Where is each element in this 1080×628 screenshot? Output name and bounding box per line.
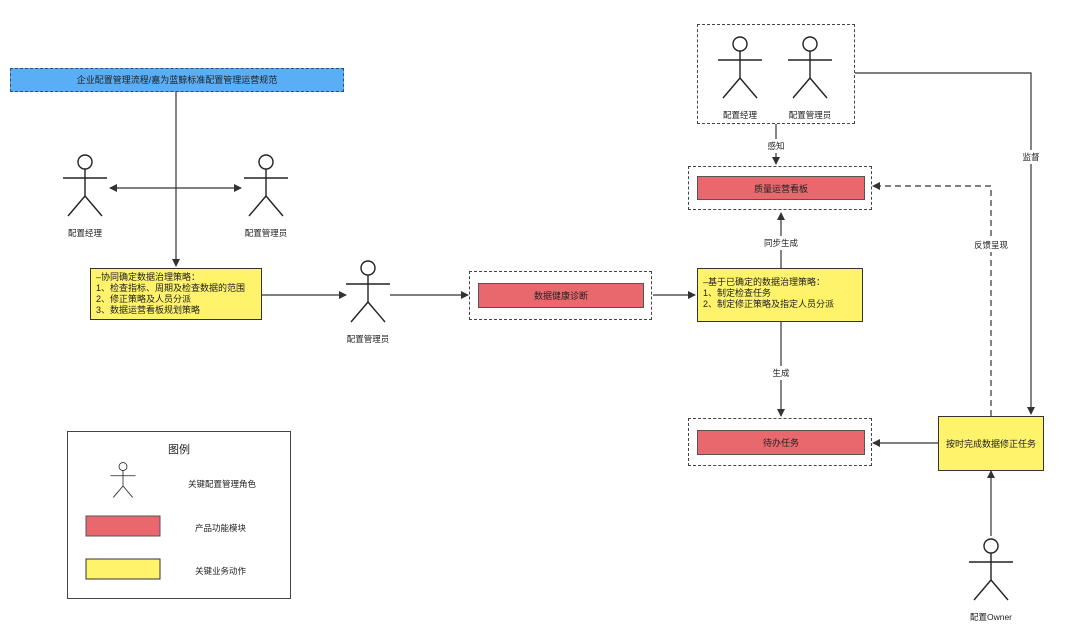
health-frame xyxy=(469,271,652,320)
dashboard-module: 质量运营看板 xyxy=(697,176,865,200)
center-admin-icon xyxy=(345,260,391,323)
legend-role-label: 关键配置管理角色 xyxy=(188,479,257,489)
plan-line-2: 2、制定修正策略及指定人员分派 xyxy=(703,299,835,309)
strategy-line-1: 1、检查指标、周期及检查数据的范围 xyxy=(96,283,246,293)
strategy-box: –协同确定数据治理策略： 1、检查指标、周期及检查数据的范围 2、修正策略及人员… xyxy=(90,268,262,320)
edge-supervise xyxy=(855,72,1035,415)
legend-module-swatch xyxy=(85,515,161,537)
process-standard-box: 企业配置管理流程/嘉为蓝鲸标准配置管理运营规范 xyxy=(10,68,344,92)
plan-box: –基于已确定的数据治理策略： 1、制定检查任务 2、制定修正策略及指定人员分派 xyxy=(697,268,863,322)
strategy-line-2: 2、修正策略及人员分派 xyxy=(96,294,192,304)
left-manager-label: 配置经理 xyxy=(67,228,103,238)
center-admin-label: 配置管理员 xyxy=(346,334,390,344)
legend-title: 图例 xyxy=(168,444,190,456)
strategy-line-3: 3、数据运营看板规划策略 xyxy=(96,305,201,315)
left-admin-icon xyxy=(243,154,289,217)
edge-label-supervise: 监督 xyxy=(1020,150,1042,164)
edge-label-sync: 同步生成 xyxy=(761,236,801,250)
todo-frame xyxy=(688,418,872,466)
top-manager-label: 配置经理 xyxy=(722,110,758,120)
left-admin-label: 配置管理员 xyxy=(244,228,288,238)
edge-label-perceive: 感知 xyxy=(765,139,787,153)
top-roles-frame xyxy=(697,24,855,124)
edge-label-feedback: 反馈呈现 xyxy=(971,238,1011,252)
health-module-label: 数据健康诊断 xyxy=(533,291,588,301)
owner-label: 配置Owner xyxy=(969,612,1013,622)
edge-feedback xyxy=(872,182,992,416)
fix-task-box: 按时完成数据修正任务 xyxy=(938,416,1044,471)
top-admin-label: 配置管理员 xyxy=(788,110,832,120)
legend-module-label: 产品功能模块 xyxy=(195,523,247,533)
todo-module: 待办任务 xyxy=(697,430,865,455)
connectors xyxy=(109,72,1035,536)
legend-panel: 图例 关键配置管理角色 产品功能模块 关键业务动作 xyxy=(67,431,291,599)
dashboard-module-label: 质量运营看板 xyxy=(753,183,808,194)
plan-line-1: 1、制定检查任务 xyxy=(703,288,772,298)
legend-action-label: 关键业务动作 xyxy=(195,566,247,576)
left-manager-icon xyxy=(62,154,108,217)
health-module: 数据健康诊断 xyxy=(478,283,644,308)
plan-title: –基于已确定的数据治理策略： xyxy=(703,277,826,287)
strategy-title: –协同确定数据治理策略： xyxy=(96,272,201,282)
fix-task-text: 按时完成数据修正任务 xyxy=(945,438,1036,449)
dashboard-frame xyxy=(688,166,872,210)
edge-label-generate: 生成 xyxy=(770,366,792,380)
todo-module-label: 待办任务 xyxy=(762,438,799,448)
process-standard-text: 企业配置管理流程/嘉为蓝鲸标准配置管理运营规范 xyxy=(76,75,278,85)
owner-icon xyxy=(968,538,1014,601)
legend-action-swatch xyxy=(85,558,161,580)
